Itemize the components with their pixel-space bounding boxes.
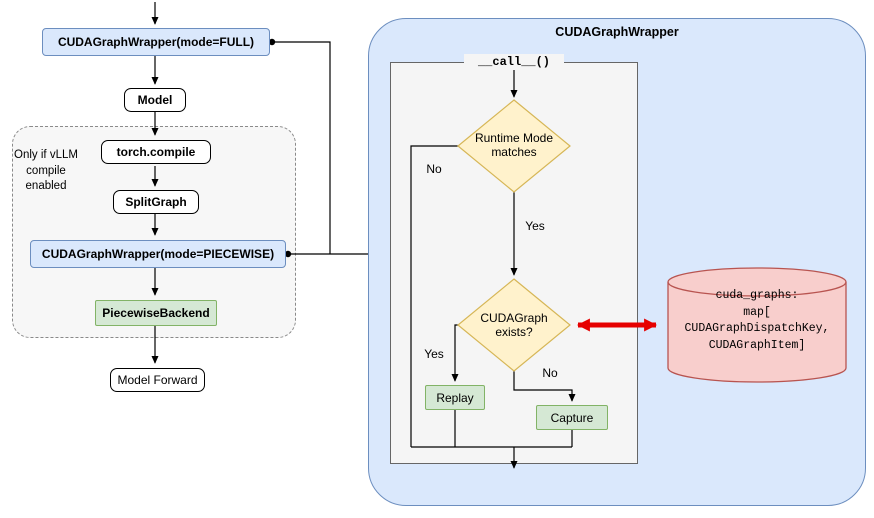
node-model-forward: Model Forward: [110, 368, 205, 392]
datastore-line-4: CUDAGraphItem]: [708, 338, 806, 352]
node-splitgraph-label: SplitGraph: [125, 195, 187, 209]
node-capture-label: Capture: [550, 410, 594, 425]
connector-dot-piecewise: [284, 250, 292, 258]
node-torch-compile: torch.compile: [101, 140, 211, 164]
datastore-line-2: map[: [743, 305, 771, 319]
cudagraph-exists-diamond-label: CUDAGraph exists?: [480, 311, 548, 339]
panel-title: CUDAGraphWrapper: [555, 25, 679, 39]
arrow-exists-no-to-capture: [513, 371, 576, 402]
exists-yes-label: Yes: [424, 347, 444, 361]
arrow-exists-yes-to-replay: [451, 324, 459, 382]
node-capture: Capture: [536, 405, 608, 430]
node-model-forward-label: Model Forward: [117, 373, 198, 387]
datastore-line-3: CUDAGraphDispatchKey,: [684, 322, 830, 335]
node-replay: Replay: [425, 385, 485, 410]
node-cudagraphwrapper-piecewise-label: CUDAGraphWrapper(mode=PIECEWISE): [41, 247, 275, 261]
cuda-graphs-cylinder-lip: [667, 281, 847, 297]
cuda-graphs-datastore-text: cuda_graphs: map[ CUDAGraphDispatchKey, …: [671, 288, 843, 354]
node-model: Model: [124, 88, 186, 112]
node-cudagraphwrapper-full-label: CUDAGraphWrapper(mode=FULL): [57, 35, 255, 49]
cudagraph-exists-diamond: [457, 278, 571, 372]
node-cudagraphwrapper-full: CUDAGraphWrapper(mode=FULL): [42, 28, 270, 56]
node-piecewise-backend-label: PiecewiseBackend: [102, 306, 210, 320]
runtime-mode-diamond-label: Runtime Mode matches: [474, 131, 554, 159]
runtime-yes-label: Yes: [525, 219, 545, 233]
node-piecewise-backend: PiecewiseBackend: [95, 300, 217, 326]
line-runtime-no-bypass: [410, 145, 458, 447]
runtime-mode-diamond: [457, 99, 571, 193]
cuda-graphs-cylinder: [667, 267, 847, 383]
node-model-label: Model: [137, 93, 173, 107]
link-full-to-panel: [272, 41, 331, 254]
call-method-label: __call__(): [464, 54, 564, 70]
runtime-no-label: No: [426, 162, 442, 176]
compile-only-note: Only if vLLM compile enabled: [14, 149, 78, 193]
connector-dot-full: [268, 38, 276, 46]
node-replay-label: Replay: [436, 390, 474, 405]
node-cudagraphwrapper-piecewise: CUDAGraphWrapper(mode=PIECEWISE): [30, 240, 286, 268]
node-splitgraph: SplitGraph: [113, 190, 199, 214]
datastore-line-1: cuda_graphs:: [715, 289, 799, 302]
exists-no-label: No: [542, 366, 558, 380]
node-torch-compile-label: torch.compile: [116, 145, 196, 159]
